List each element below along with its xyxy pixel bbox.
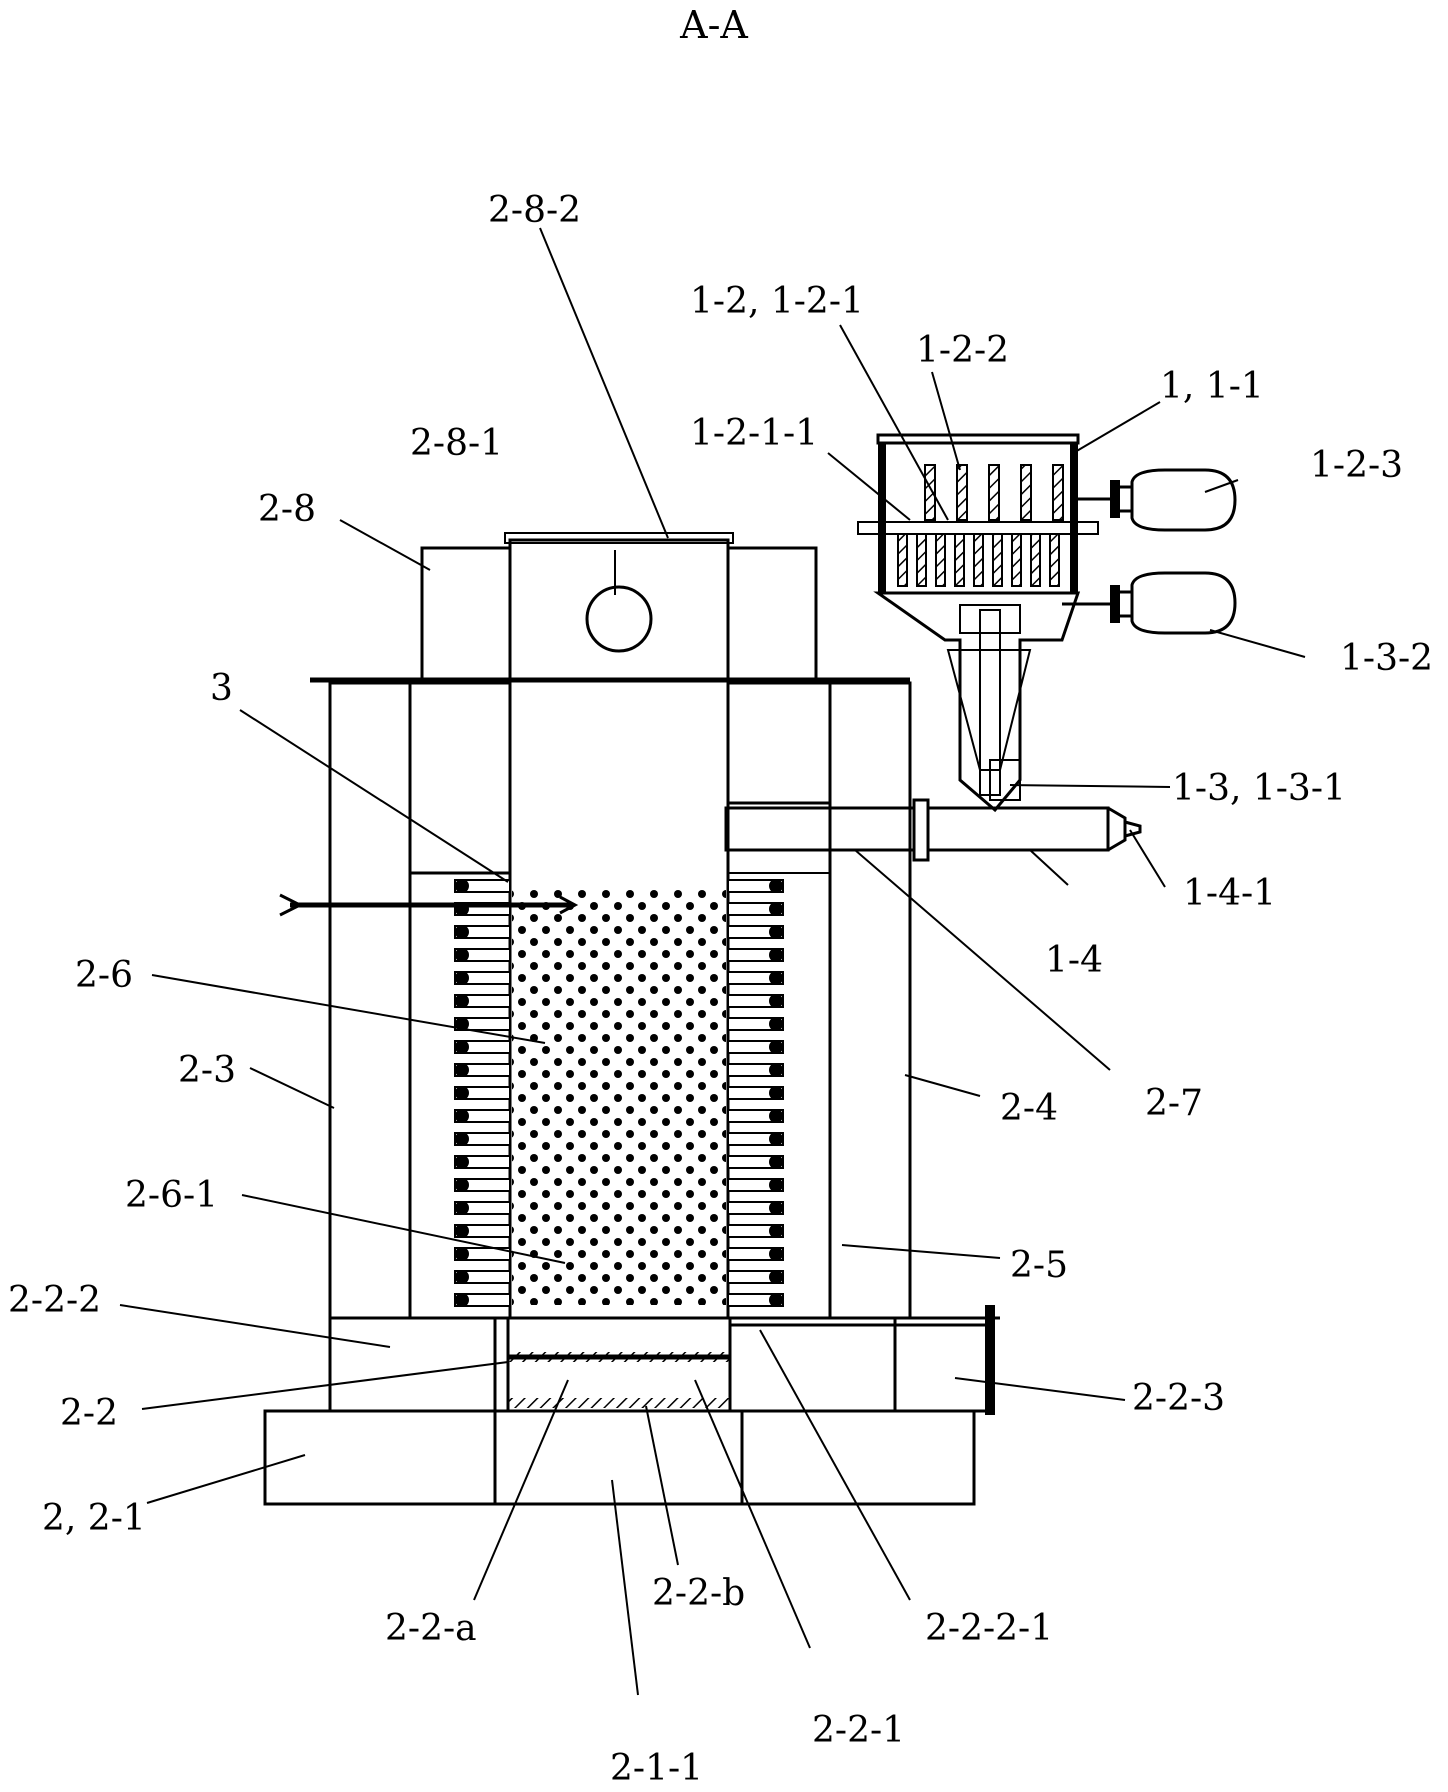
lower-tooth <box>1049 533 1060 587</box>
label-1-4: 1-4 <box>1045 940 1103 981</box>
part-labels: 2-8-2 1-2, 1-2-1 1-2-2 1, 1-1 1-2-1-1 1-… <box>8 190 1433 1789</box>
coil-turn-right <box>727 1201 784 1215</box>
lower-tooth <box>992 533 1003 587</box>
label-2-2-b: 2-2-b <box>652 1573 745 1614</box>
coil-turn-right <box>727 1017 784 1031</box>
coil-turn-right <box>727 1155 784 1169</box>
label-2-2-a: 2-2-a <box>385 1608 477 1649</box>
label-1-4-1: 1-4-1 <box>1183 873 1276 914</box>
coil-turn-left <box>454 879 511 893</box>
lower-tooth <box>897 533 908 587</box>
coil-turn-right <box>727 1086 784 1100</box>
coil-turn-right <box>727 879 784 893</box>
hopper-assembly <box>857 433 1237 813</box>
label-2-2-2-1: 2-2-2-1 <box>925 1608 1053 1649</box>
coil-turn-left <box>454 1201 511 1215</box>
label-1-2-1-2-1: 1-2, 1-2-1 <box>690 281 864 322</box>
label-2-5: 2-5 <box>1010 1245 1068 1286</box>
upper-tooth <box>1052 464 1064 521</box>
coil-turn-right <box>727 994 784 1008</box>
lower-tooth <box>1030 533 1041 587</box>
label-1-3-1-3-1: 1-3, 1-3-1 <box>1172 768 1346 809</box>
section-title: A-A <box>679 3 748 47</box>
lower-tooth <box>954 533 965 587</box>
thermocouple-probe <box>279 893 579 917</box>
heating-coils <box>409 872 831 1319</box>
coil-turn-right <box>727 1224 784 1238</box>
label-2-2-1: 2-2-1 <box>812 1710 905 1751</box>
label-2-2-2: 2-2-2 <box>8 1280 101 1321</box>
coil-turn-left <box>454 1247 511 1261</box>
upper-tooth <box>956 464 968 521</box>
lower-tooth <box>1011 533 1022 587</box>
feed-tube <box>724 798 1142 862</box>
coil-turn-left <box>454 1063 511 1077</box>
coil-turn-left <box>454 1293 511 1307</box>
coil-turn-right <box>727 971 784 985</box>
coil-turn-right <box>727 1178 784 1192</box>
coil-turn-right <box>727 1247 784 1261</box>
coil-turn-left <box>454 994 511 1008</box>
coil-turn-left <box>454 1270 511 1284</box>
label-1-1-1: 1, 1-1 <box>1160 366 1264 407</box>
label-1-2-2: 1-2-2 <box>916 330 1009 371</box>
label-2-1-1: 2-1-1 <box>610 1748 703 1789</box>
label-2-8-2: 2-8-2 <box>488 190 581 231</box>
label-2-8: 2-8 <box>258 489 316 530</box>
label-2-7: 2-7 <box>1145 1083 1203 1124</box>
coil-turn-left <box>454 1086 511 1100</box>
coil-turn-left <box>454 1224 511 1238</box>
label-1-2-1-1: 1-2-1-1 <box>690 413 818 454</box>
coil-turn-right <box>727 902 784 916</box>
coil-turn-right <box>727 1132 784 1146</box>
coil-turn-left <box>454 1109 511 1123</box>
base-block <box>263 1409 976 1506</box>
coil-turn-right <box>727 1270 784 1284</box>
coil-turn-right <box>727 925 784 939</box>
coil-turn-left <box>454 948 511 962</box>
upper-tooth <box>1020 464 1032 521</box>
lower-tooth <box>935 533 946 587</box>
leader-lines <box>119 227 1306 1696</box>
label-2-2-3: 2-2-3 <box>1132 1378 1225 1419</box>
coil-turn-right <box>727 948 784 962</box>
coil-turn-left <box>454 1155 511 1169</box>
observation-port-icon <box>585 585 653 653</box>
label-3: 3 <box>210 668 233 709</box>
lower-tooth <box>916 533 927 587</box>
reaction-chamber <box>512 890 726 1305</box>
label-2-4: 2-4 <box>1000 1088 1058 1129</box>
label-2-3: 2-3 <box>178 1050 236 1091</box>
coil-turn-right <box>727 1109 784 1123</box>
coil-turn-left <box>454 1178 511 1192</box>
coil-turn-right <box>727 1293 784 1307</box>
coil-turn-right <box>727 1063 784 1077</box>
label-2-2: 2-2 <box>60 1393 118 1434</box>
label-1-3-2: 1-3-2 <box>1340 638 1433 679</box>
coil-turn-left <box>454 971 511 985</box>
upper-tooth <box>924 464 936 521</box>
coil-turn-right <box>727 1040 784 1054</box>
bottom-chamber <box>328 1305 1000 1415</box>
label-2-8-1: 2-8-1 <box>410 423 503 464</box>
label-2-6: 2-6 <box>75 955 133 996</box>
coil-turn-left <box>454 1132 511 1146</box>
coil-turn-left <box>454 1040 511 1054</box>
label-2-2-1-base: 2, 2-1 <box>42 1498 146 1539</box>
lower-tooth <box>973 533 984 587</box>
label-2-6-1: 2-6-1 <box>125 1175 218 1216</box>
coil-turn-left <box>454 925 511 939</box>
label-1-2-3: 1-2-3 <box>1310 445 1403 486</box>
upper-tooth <box>988 464 1000 521</box>
